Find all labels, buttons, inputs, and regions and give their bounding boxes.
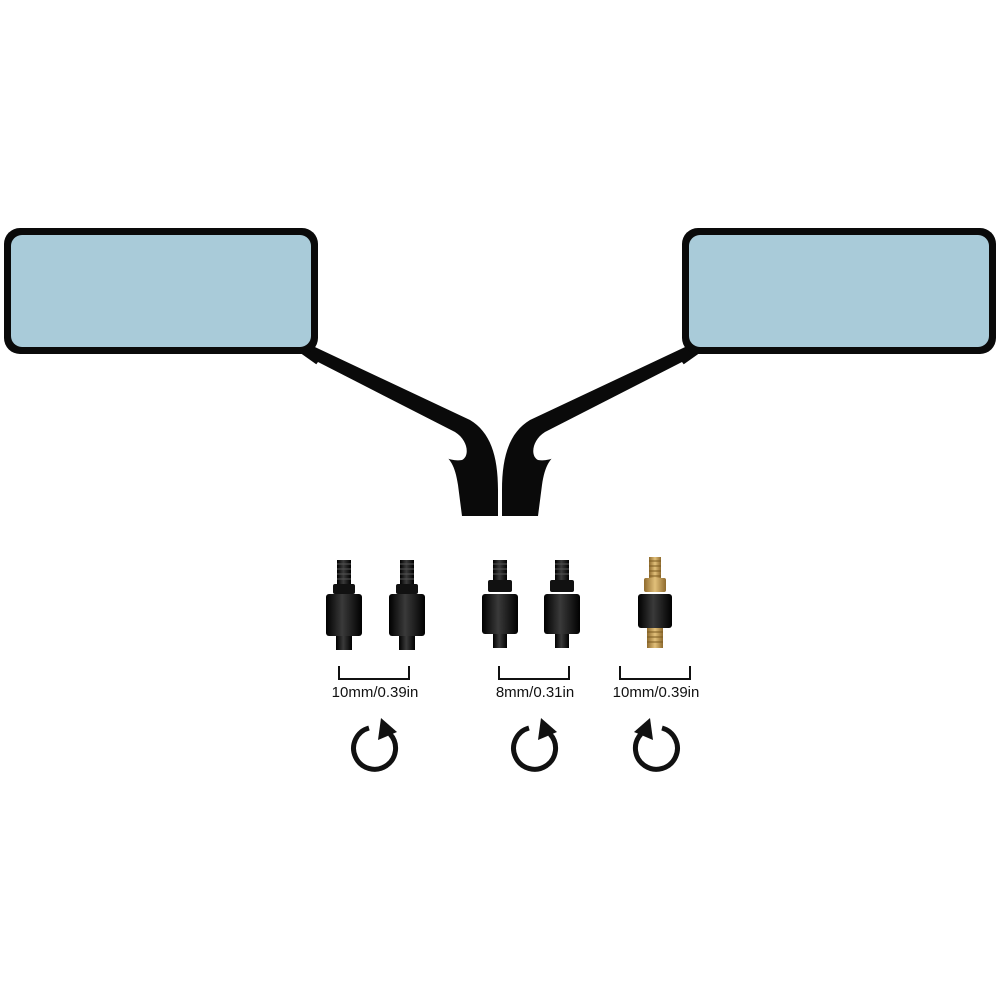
- adapter-group-3: [619, 557, 691, 680]
- black-adapter-bolt: [389, 560, 425, 650]
- counterclockwise-arrow-icon: [632, 718, 680, 772]
- size-label-10mm-brass: 10mm/0.39in: [612, 684, 700, 701]
- dimension-bracket: [338, 666, 410, 680]
- black-adapter-bolt: [544, 560, 580, 648]
- black-adapter-bolt: [482, 560, 518, 648]
- right-mirror-stem-slot: [533, 362, 688, 461]
- dimension-bracket: [498, 666, 570, 680]
- brass-adapter-bolt: [638, 557, 672, 648]
- black-adapter-bolt: [326, 560, 362, 650]
- adapter-group-2: [482, 560, 580, 680]
- size-label-10mm-black: 10mm/0.39in: [331, 684, 419, 701]
- left-mirror-stem: [282, 340, 498, 516]
- adapter-group-1: [326, 560, 425, 680]
- right-mirror-stem: [502, 340, 718, 516]
- left-mirror-glass: [11, 235, 311, 347]
- size-label-8mm-black: 8mm/0.31in: [495, 684, 575, 701]
- clockwise-arrow-icon: [511, 718, 559, 772]
- dimension-bracket: [619, 666, 691, 680]
- clockwise-arrow-icon: [351, 718, 399, 772]
- left-mirror-stem-slot: [312, 362, 467, 461]
- right-mirror-glass: [689, 235, 989, 347]
- right-mirror: [502, 228, 996, 516]
- left-mirror: [4, 228, 498, 516]
